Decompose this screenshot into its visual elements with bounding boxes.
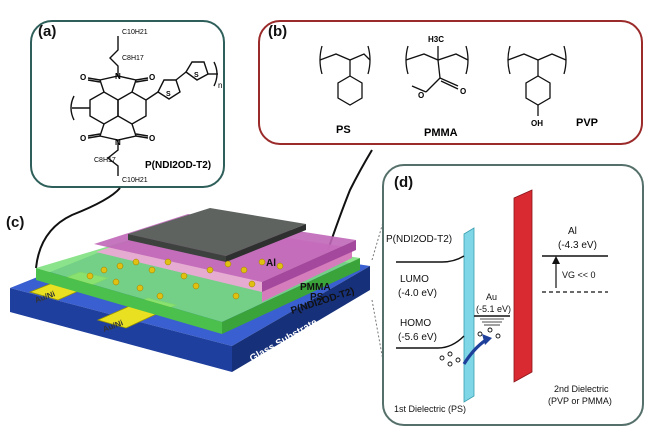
semiconductor-front [36, 268, 222, 334]
repeat-n: n [218, 81, 222, 90]
al-top [128, 208, 306, 256]
homo-label: HOMO [400, 318, 431, 329]
label-al: Al [266, 258, 276, 269]
atom-o-2: O [149, 73, 155, 82]
au-label: Au [486, 292, 497, 302]
lumo-energy: (-4.0 eV) [398, 288, 437, 299]
panel-c-tag: (c) [6, 214, 25, 231]
homo-energy: (-5.6 eV) [398, 332, 437, 343]
panel-b-box [258, 20, 643, 145]
atom-n-bottom: N [115, 138, 121, 147]
second-dielectric-label-1: 2nd Dielectric [554, 384, 609, 394]
atom-o-1: O [80, 73, 86, 82]
glass-side [232, 266, 370, 372]
homo-line [396, 335, 465, 349]
al-front [128, 234, 226, 262]
label-ps: PS [310, 292, 324, 303]
ndi-t2-structure: C10H21 C8H17 N N O O O O S S n C8H17 C10… [70, 29, 222, 184]
connector-b [327, 149, 373, 251]
al-side [226, 224, 306, 262]
al-energy: (-4.3 eV) [558, 240, 597, 251]
vg-label: VG << 0 [562, 270, 596, 280]
ester-o-label: O [418, 91, 424, 100]
glass-front [10, 288, 232, 372]
lumo-line [396, 255, 465, 263]
al-label: Al [568, 226, 577, 237]
semiconductor-side [222, 258, 360, 334]
injection-arrow [462, 338, 487, 365]
atom-n-top: N [115, 72, 121, 81]
sub-c10-top: C10H21 [122, 29, 148, 36]
panel-d-tag: (d) [394, 174, 414, 191]
atom-s-2: S [194, 72, 199, 79]
second-dielectric-label-2: (PVP or PMMA) [548, 396, 612, 406]
oxygen-label: O [460, 87, 466, 96]
atom-s-1: S [166, 91, 171, 98]
sub-c10-bottom: C10H21 [122, 177, 148, 184]
panel-a-box [30, 20, 225, 188]
pvp-label: PVP [576, 117, 598, 129]
first-dielectric-slab [463, 227, 475, 403]
holes [439, 327, 501, 367]
lumo-label: LUMO [400, 274, 429, 285]
connector-a [35, 187, 121, 269]
panel-a-tag: (a) [38, 23, 57, 40]
au-particles [86, 258, 284, 300]
panel-b-tag: (b) [268, 23, 288, 40]
polymer-name: P(NDI2OD-T2) [145, 160, 211, 171]
methyl-label: H3C [428, 35, 444, 44]
sub-c8-top: C8H17 [122, 55, 144, 62]
sub-c8-bottom: C8H17 [94, 157, 116, 164]
pmma-label: PMMA [424, 127, 458, 139]
dielectric-structures: H3C O O OH PS PMMA PVP [319, 35, 598, 139]
panel-d-box [382, 164, 644, 426]
pmma-side [262, 240, 356, 292]
semiconductor-label: P(NDI2OD-T2) [386, 234, 452, 245]
au-energy: (-5.1 eV) [476, 304, 511, 314]
oh-label: OH [531, 119, 543, 128]
second-dielectric-slab [513, 189, 533, 383]
first-dielectric-label: 1st Dielectric (PS) [394, 404, 466, 414]
atom-o-3: O [80, 134, 86, 143]
label-pmma: PMMA [300, 282, 331, 293]
ps-label: PS [336, 124, 351, 136]
energy-diagram: P(NDI2OD-T2) LUMO (-4.0 eV) HOMO (-5.6 e… [386, 189, 612, 414]
atom-o-4: O [149, 134, 155, 143]
